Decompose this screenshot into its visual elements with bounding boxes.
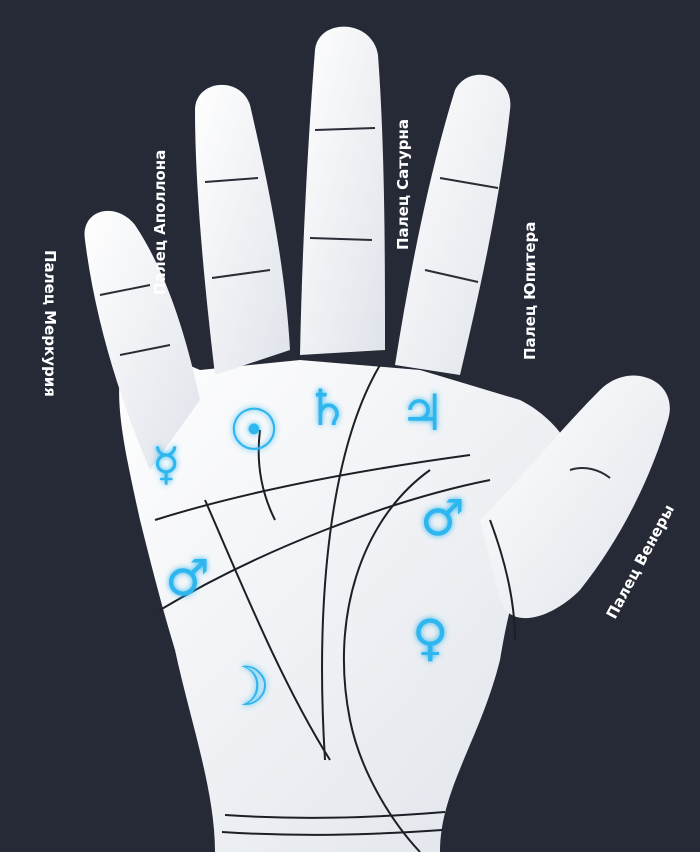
index-finger xyxy=(395,74,511,375)
little-finger xyxy=(84,210,200,471)
health-line xyxy=(204,499,331,761)
life-line xyxy=(342,469,431,852)
heart-line xyxy=(154,454,471,521)
palm xyxy=(119,340,577,852)
jupiter-icon: ♃ xyxy=(400,384,445,442)
label-saturn-finger: Палец Сатурна xyxy=(394,119,412,250)
label-apollo-finger: Палец Аполлона xyxy=(151,150,169,295)
apollo-line xyxy=(257,429,276,521)
mercury-icon: ☿ xyxy=(152,437,180,491)
sun-icon: ☉ xyxy=(228,396,280,464)
moon-icon: ☽ xyxy=(222,655,270,718)
saturn-icon: ♄ xyxy=(305,379,350,437)
wrist-line-1 xyxy=(224,811,446,819)
middle-finger xyxy=(300,26,385,355)
mars-upper-icon: ♂ xyxy=(420,489,465,547)
fate-line xyxy=(321,364,381,761)
label-jupiter-finger: Палец Юпитера xyxy=(521,222,539,360)
label-mercury-finger: Палец Меркурия xyxy=(41,250,59,397)
head-line xyxy=(159,479,491,611)
palm-lines xyxy=(154,364,516,852)
ring-finger xyxy=(195,84,290,375)
venus-icon: ♀ xyxy=(412,609,449,667)
wrist-line-2 xyxy=(221,829,443,836)
mars-lower-icon: ♂ xyxy=(165,549,210,607)
thumb xyxy=(480,375,670,619)
